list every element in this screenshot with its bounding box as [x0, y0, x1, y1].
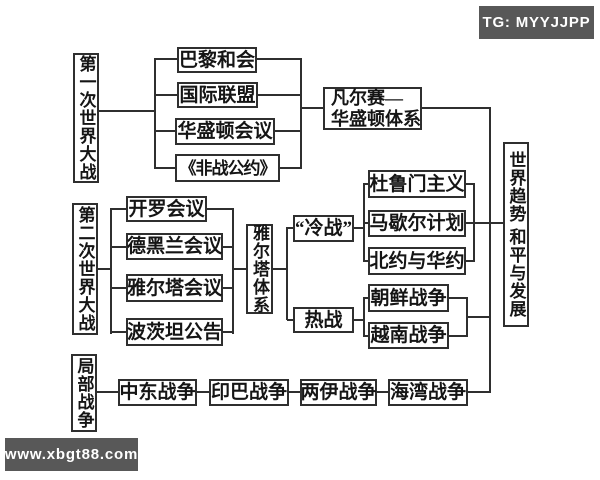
connector-line: [155, 58, 177, 60]
connector-line: [280, 167, 302, 169]
node-truman-doctrine: 杜鲁门主义: [368, 170, 466, 198]
connector-line: [422, 107, 491, 109]
connector-line: [111, 331, 126, 333]
connector-line: [468, 391, 491, 393]
connector-line: [207, 208, 233, 210]
connector-line: [287, 227, 293, 229]
connector-line: [364, 222, 368, 224]
connector-line: [363, 297, 365, 337]
node-ww1: 第一次世界大战: [73, 53, 99, 183]
connector-line: [300, 58, 302, 169]
connector-line: [97, 391, 118, 393]
connector-line: [155, 167, 175, 169]
node-potsdam-proclamation: 波茨坦公告: [126, 318, 223, 346]
node-world-trend-peace-development: 世界趋势 和平与发展: [503, 142, 529, 327]
node-vietnam-war: 越南战争: [368, 322, 449, 349]
node-local-wars: 局部战争: [71, 354, 97, 432]
connector-line: [155, 130, 175, 132]
connector-line: [110, 208, 112, 334]
tg-watermark-badge: TG: MYYJJPP: [479, 6, 594, 39]
connector-trunk-line: [489, 107, 491, 393]
connector-line: [354, 319, 365, 321]
connector-line: [111, 246, 126, 248]
connector-line: [289, 391, 300, 393]
connector-line: [377, 391, 388, 393]
connector-line: [197, 391, 209, 393]
connector-line: [466, 260, 475, 262]
connector-line: [474, 222, 503, 224]
connector-line: [364, 297, 368, 299]
connector-line: [232, 208, 234, 334]
connector-line: [257, 58, 302, 60]
connector-line: [273, 268, 288, 270]
connector-line: [467, 316, 491, 318]
connector-line: [223, 331, 233, 333]
node-iran-iraq-war: 两伊战争: [300, 379, 377, 406]
connector-line: [233, 268, 246, 270]
node-ww2: 第二次世界大战: [72, 203, 98, 335]
connector-line: [287, 319, 293, 321]
node-versailles-washington-system: 凡尔赛— 华盛顿体系: [323, 87, 422, 130]
node-yalta-conference: 雅尔塔会议: [126, 274, 223, 302]
connector-line: [223, 246, 233, 248]
node-korean-war: 朝鲜战争: [368, 284, 449, 312]
connector-line: [364, 183, 368, 185]
connector-line: [286, 227, 288, 320]
node-league-of-nations: 国际联盟: [177, 82, 258, 108]
node-nato-warsaw-pact: 北约与华约: [368, 247, 466, 275]
connector-line: [258, 94, 302, 96]
node-cold-war: “冷战”: [293, 215, 354, 242]
node-washington-conference: 华盛顿会议: [175, 118, 275, 145]
connector-line: [449, 335, 468, 337]
connector-line: [99, 110, 155, 112]
node-kellogg-briand-pact: 《非战公约》: [175, 154, 280, 182]
connector-line: [354, 227, 365, 229]
node-paris-conference: 巴黎和会: [177, 47, 257, 73]
connector-line: [302, 107, 323, 109]
connector-line: [364, 335, 368, 337]
node-tehran-conference: 德黑兰会议: [126, 233, 223, 260]
node-yalta-system: 雅尔塔体系: [246, 224, 273, 314]
connector-line: [111, 208, 126, 210]
connector-line: [449, 297, 468, 299]
connector-line: [466, 183, 475, 185]
connector-line: [275, 130, 302, 132]
connector-line: [223, 287, 233, 289]
site-watermark-badge: www.xbgt88.com: [5, 438, 138, 471]
connector-line: [154, 58, 156, 169]
node-mideast-wars: 中东战争: [118, 379, 197, 406]
node-hot-war: 热战: [293, 307, 354, 333]
node-cairo-conference: 开罗会议: [126, 196, 207, 222]
connector-line: [155, 94, 177, 96]
node-gulf-war: 海湾战争: [388, 379, 468, 406]
node-marshall-plan: 马歇尔计划: [368, 210, 466, 237]
connector-line: [111, 287, 126, 289]
node-indo-pak-war: 印巴战争: [209, 379, 289, 406]
connector-line: [98, 268, 111, 270]
connector-line: [466, 222, 475, 224]
connector-line: [364, 260, 368, 262]
